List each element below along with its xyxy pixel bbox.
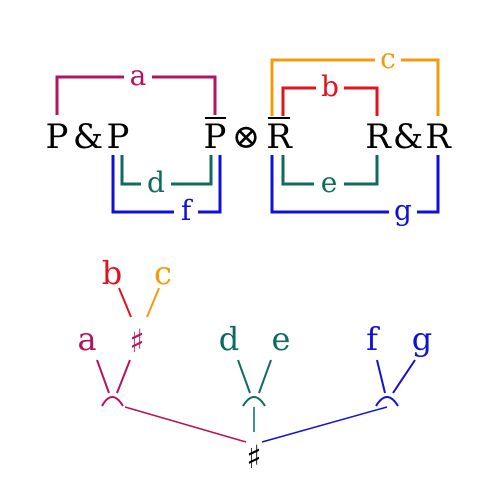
link-c-bracket <box>270 58 440 116</box>
par-node-mid <box>242 396 266 407</box>
link-b-label: b <box>321 70 339 103</box>
edge-mid-e <box>258 359 272 394</box>
tree-leaf-e: e <box>272 320 291 358</box>
link-a-label-bg <box>124 62 152 92</box>
edge-sharp-b <box>118 287 132 318</box>
link-f-label-bg <box>174 197 198 227</box>
link-d-label-bg <box>141 170 171 198</box>
edge-root-right <box>261 406 388 443</box>
formula-left-p2: P <box>107 117 130 157</box>
link-e-label-bg <box>314 170 344 198</box>
link-g-label-bg <box>389 197 417 227</box>
link-f-label: f <box>181 194 194 227</box>
formula-mid-rbar: R <box>266 117 293 157</box>
link-b-label-bg <box>316 72 344 102</box>
tree-leaf-d: d <box>219 320 239 358</box>
link-a-label: a <box>130 59 147 92</box>
tree-leaf-g: g <box>412 320 432 358</box>
par-node-right <box>375 396 399 407</box>
formula-mid-pbar: P <box>204 117 227 157</box>
formula-right-r2: R <box>425 117 452 157</box>
link-g-label: g <box>394 194 412 227</box>
link-c-label-bg <box>375 44 401 74</box>
edge-mid-d <box>237 359 251 394</box>
par-node-left <box>101 396 124 407</box>
link-d-label: d <box>147 166 165 199</box>
edge-root-left <box>124 406 247 443</box>
link-g-bracket <box>270 155 440 214</box>
formula-right-r1: R <box>365 117 392 157</box>
tree-leaf-b: b <box>102 254 122 292</box>
formula-right-amp: & <box>393 117 423 157</box>
edge-sharp-c <box>146 287 160 318</box>
link-e-label: e <box>321 166 338 199</box>
formula-left-amp: & <box>73 117 103 157</box>
formula-left-p1: P <box>46 117 69 157</box>
edge-right-g <box>392 359 416 394</box>
link-c-label: c <box>380 42 396 75</box>
tree-inner-sharp: ♯ <box>129 322 144 360</box>
link-f-bracket <box>111 155 222 214</box>
edge-left-sharp <box>116 359 131 394</box>
edge-left-a <box>96 359 110 394</box>
tree-leaf-c: c <box>154 254 172 292</box>
tree-leaf-f: f <box>366 320 380 358</box>
formula-tensor: ⊗ <box>232 117 261 157</box>
tree-root-sharp: ♯ <box>246 438 261 476</box>
edge-right-f <box>376 359 386 394</box>
tree-leaf-a: a <box>77 320 96 358</box>
